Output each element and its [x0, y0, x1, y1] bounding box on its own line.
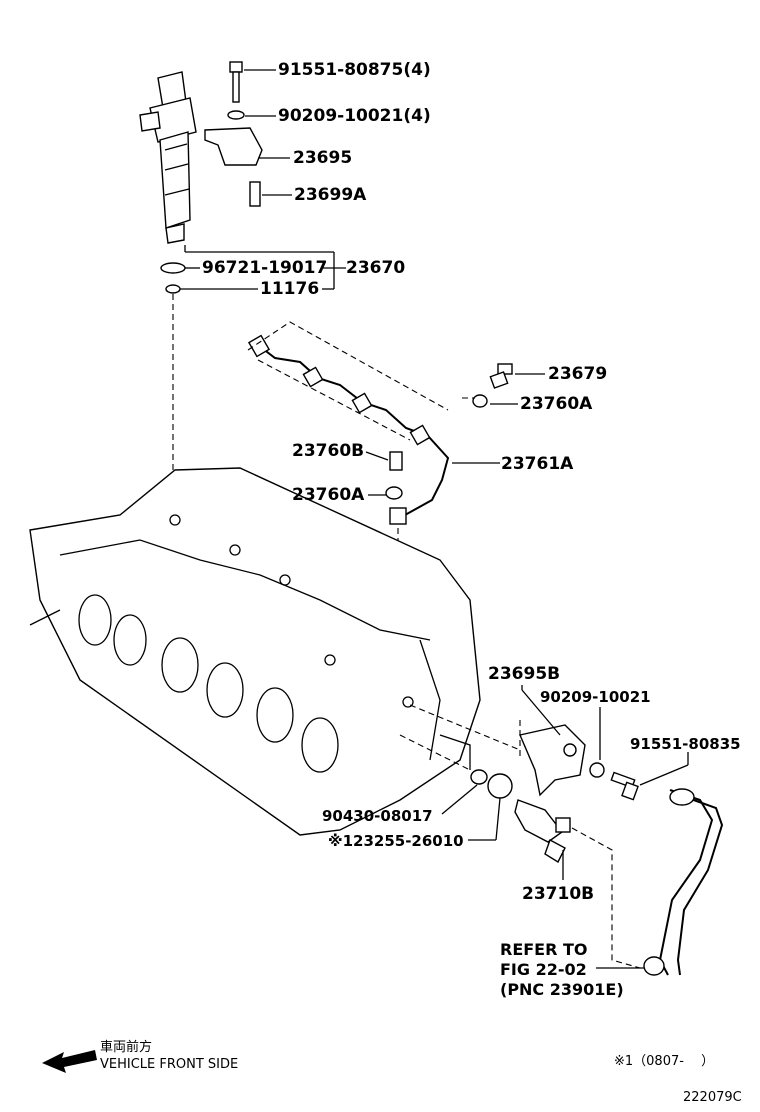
label-gasket[interactable]: 96721-19017: [202, 258, 328, 278]
label-union-bolt[interactable]: 23679: [548, 364, 608, 384]
valve-drawing[interactable]: [514, 799, 571, 863]
label-bracket[interactable]: 23695B: [488, 664, 561, 684]
label-bolt-bracket[interactable]: 91551-80835: [630, 735, 741, 753]
label-injector-assy[interactable]: 23670: [346, 258, 406, 278]
gasket-drawing[interactable]: [160, 262, 186, 274]
union-bolt-drawing[interactable]: [489, 363, 513, 389]
pin-drawing[interactable]: [249, 181, 261, 207]
hose-drawing[interactable]: [643, 788, 724, 976]
label-valve[interactable]: 23710B: [522, 884, 595, 904]
front-label-en: VEHICLE FRONT SIDE: [100, 1057, 239, 1072]
injector-drawing[interactable]: [139, 71, 197, 244]
diagram-id: 222079C: [683, 1090, 742, 1105]
label-bolt-injector[interactable]: 91551-80875(4): [278, 60, 431, 80]
refer-line-2[interactable]: FIG 22-02: [500, 960, 587, 979]
washer-bracket-drawing[interactable]: [589, 762, 605, 778]
washer-drawing[interactable]: [227, 110, 245, 120]
label-union-bolt-b[interactable]: 23760B: [292, 441, 365, 461]
bolt-bracket-drawing[interactable]: [610, 771, 639, 801]
bolt-drawing[interactable]: [229, 61, 243, 103]
label-clamp[interactable]: 23695: [293, 148, 353, 168]
label-oring[interactable]: 90430-08017: [322, 807, 433, 825]
refer-line-3: (PNC 23901E): [500, 980, 624, 999]
bracket-drawing[interactable]: [519, 724, 586, 797]
oring-drawing[interactable]: [470, 769, 488, 785]
label-gasket-upper[interactable]: 23760A: [520, 394, 593, 414]
label-gasket-note[interactable]: ※123255-26010: [328, 832, 464, 850]
label-gasket-lower[interactable]: 23760A: [292, 485, 365, 505]
gasket-lower-drawing[interactable]: [385, 486, 403, 500]
label-seal[interactable]: 11176: [260, 279, 320, 299]
label-pin[interactable]: 23699A: [294, 185, 367, 205]
clamp-drawing[interactable]: [204, 127, 263, 166]
front-label-jp: 車両前方: [100, 1040, 153, 1055]
cylinder-head-drawing: [29, 467, 481, 836]
label-washer-bracket[interactable]: 90209-10021: [540, 688, 651, 706]
seal-drawing[interactable]: [165, 284, 181, 294]
footnote: ※1（0807- ）: [614, 1054, 715, 1069]
front-arrow-icon: [42, 1050, 97, 1073]
label-washer-injector[interactable]: 90209-10021(4): [278, 106, 431, 126]
label-leak-pipe[interactable]: 23761A: [501, 454, 574, 474]
gasket-note-drawing[interactable]: [487, 773, 513, 799]
leak-pipe-drawing[interactable]: [247, 334, 450, 525]
refer-line-1: REFER TO: [500, 940, 588, 959]
gasket-upper-drawing[interactable]: [472, 394, 488, 408]
union-bolt-b-drawing[interactable]: [389, 451, 403, 471]
